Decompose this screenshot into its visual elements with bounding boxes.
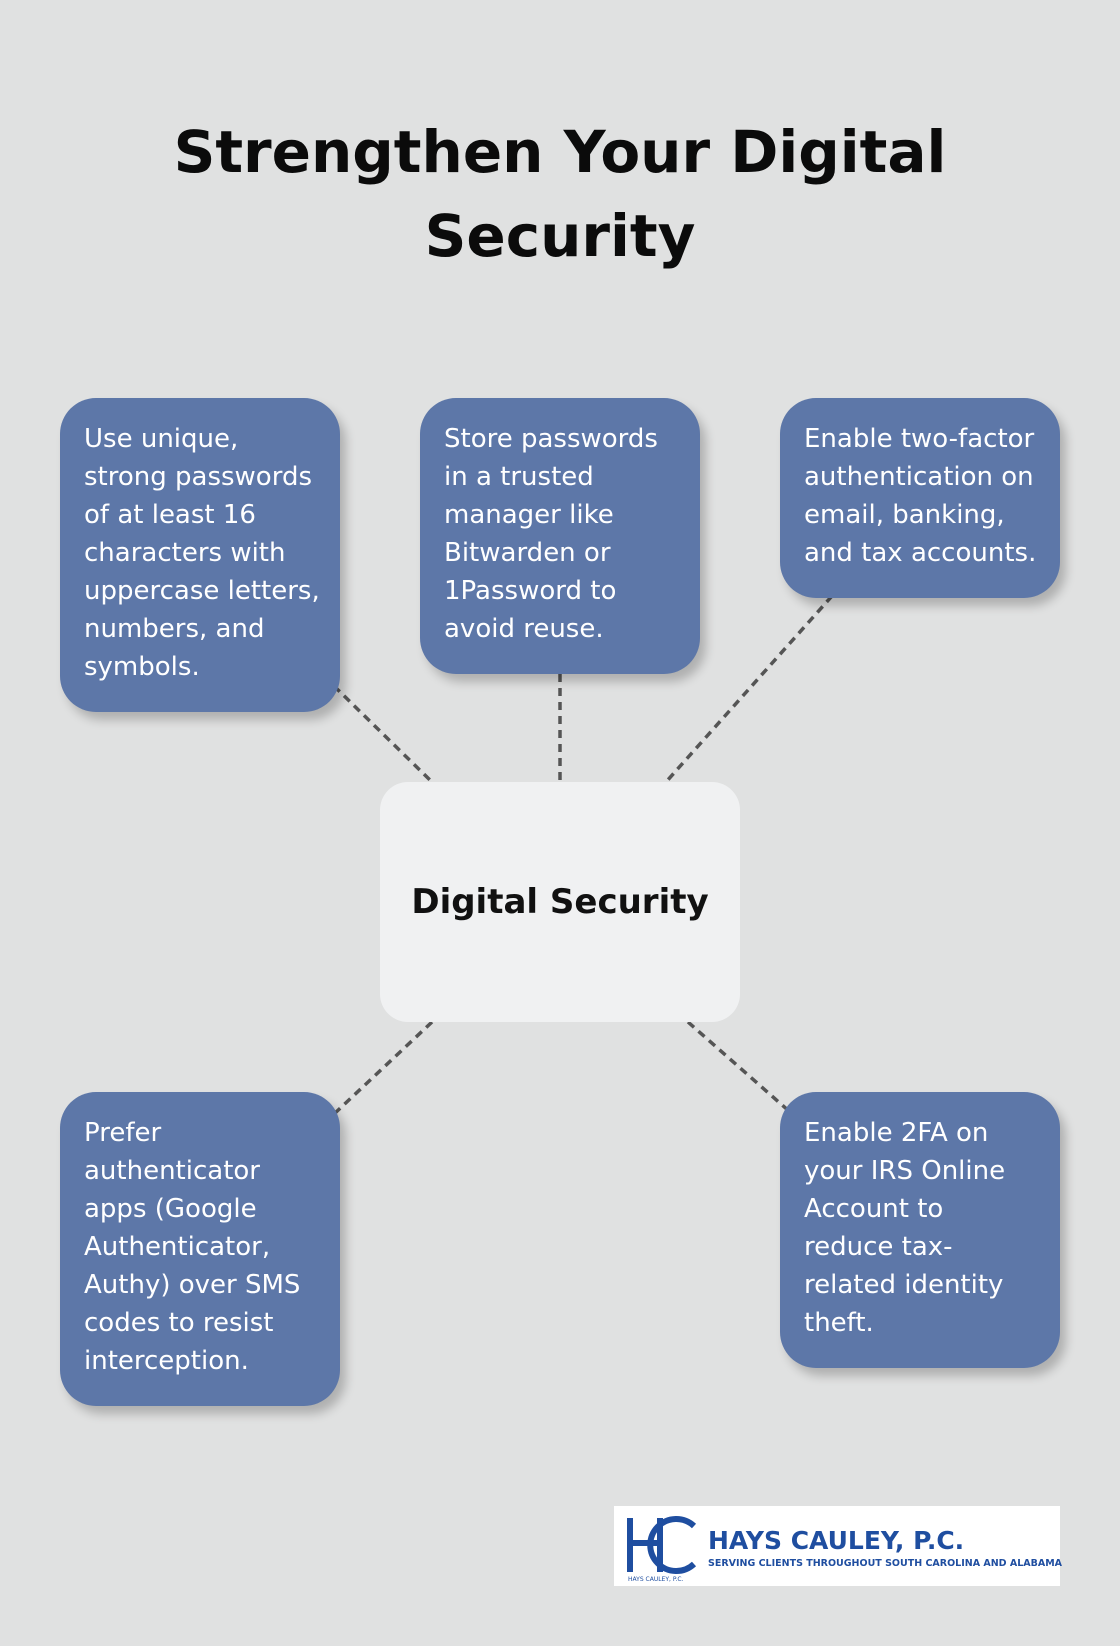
logo-small-text: HAYS CAULEY, P.C. (628, 1576, 684, 1583)
card-text: Enable 2FA on your IRS Online Account to… (804, 1118, 1006, 1338)
logo-tagline: SERVING CLIENTS THROUGHOUT SOUTH CAROLIN… (708, 1558, 1063, 1569)
card-password-manager: Store passwords in a trusted manager lik… (420, 398, 700, 674)
title-line-1: Strengthen Your Digital (173, 118, 947, 186)
card-irs-2fa: Enable 2FA on your IRS Online Account to… (780, 1092, 1060, 1368)
title-line-2: Security (424, 202, 696, 270)
center-node-digital-security: Digital Security (380, 782, 740, 1022)
card-authenticator-apps: Prefer authenticator apps (Google Authen… (60, 1092, 340, 1406)
card-text: Use unique, strong passwords of at least… (84, 424, 320, 682)
connector-card-1 (332, 684, 434, 784)
card-text: Enable two-factor authentication on emai… (804, 424, 1037, 568)
card-two-factor: Enable two-factor authentication on emai… (780, 398, 1060, 598)
connector-card-4 (332, 1020, 434, 1116)
connector-card-5 (686, 1020, 792, 1114)
hc-monogram-icon (627, 1516, 697, 1574)
card-text: Prefer authenticator apps (Google Authen… (84, 1118, 301, 1376)
logo-company-name: HAYS CAULEY, P.C. (708, 1526, 965, 1555)
card-unique-passwords: Use unique, strong passwords of at least… (60, 398, 340, 712)
page-title: Strengthen Your Digital Security (0, 110, 1120, 278)
card-text: Store passwords in a trusted manager lik… (444, 424, 658, 644)
center-node-label: Digital Security (411, 882, 709, 922)
company-logo: HAYS CAULEY, P.C. SERVING CLIENTS THROUG… (614, 1506, 1063, 1586)
